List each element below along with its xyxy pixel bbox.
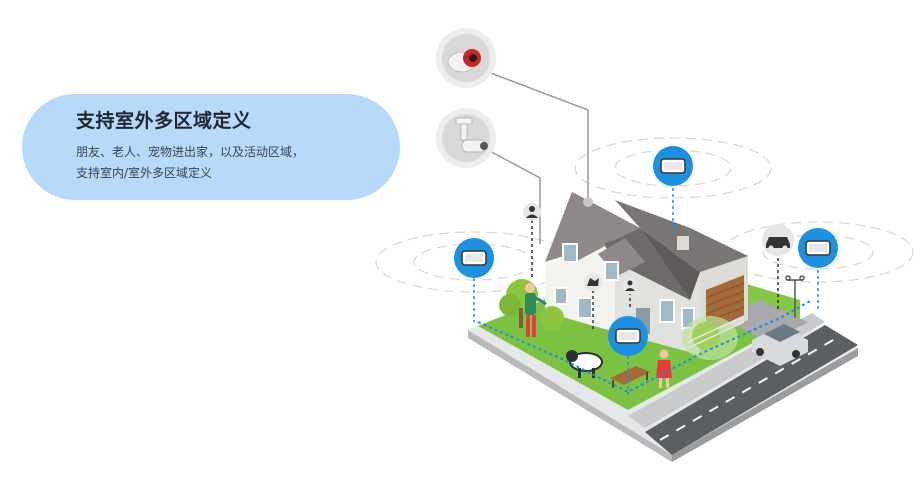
radar-sensor-icon	[454, 238, 494, 278]
feature-card: 支持室外多区域定义 朋友、老人、宠物进出家，以及活动区域， 支持室内/室外多区域…	[22, 94, 400, 200]
feature-description-line-2: 支持室内/室外多区域定义	[76, 166, 213, 180]
man-figure	[525, 283, 547, 337]
radar-sensor-icon	[798, 228, 838, 268]
radar-sensor-icon	[608, 316, 648, 356]
car	[752, 324, 808, 366]
bench	[610, 366, 650, 388]
pet-pin-icon	[584, 273, 602, 291]
feature-description-line-1: 朋友、老人、宠物进出家，以及活动区域，	[76, 145, 305, 159]
radar-sensor-icon	[653, 146, 693, 186]
person-pin-icon	[622, 278, 638, 294]
zone-boundary	[477, 299, 813, 394]
feature-title: 支持室外多区域定义	[76, 110, 252, 132]
child-figure	[656, 349, 672, 388]
floodlight-icon	[436, 108, 496, 168]
device-cables	[487, 71, 589, 244]
road	[645, 325, 858, 455]
fence	[687, 315, 745, 349]
street-lamp	[785, 275, 805, 318]
camera-icon	[436, 28, 496, 88]
person-pin-icon	[523, 203, 541, 221]
car-pin-icon	[762, 224, 794, 256]
feature-description: 朋友、老人、宠物进出家，以及活动区域， 支持室内/室外多区域定义	[76, 142, 400, 184]
